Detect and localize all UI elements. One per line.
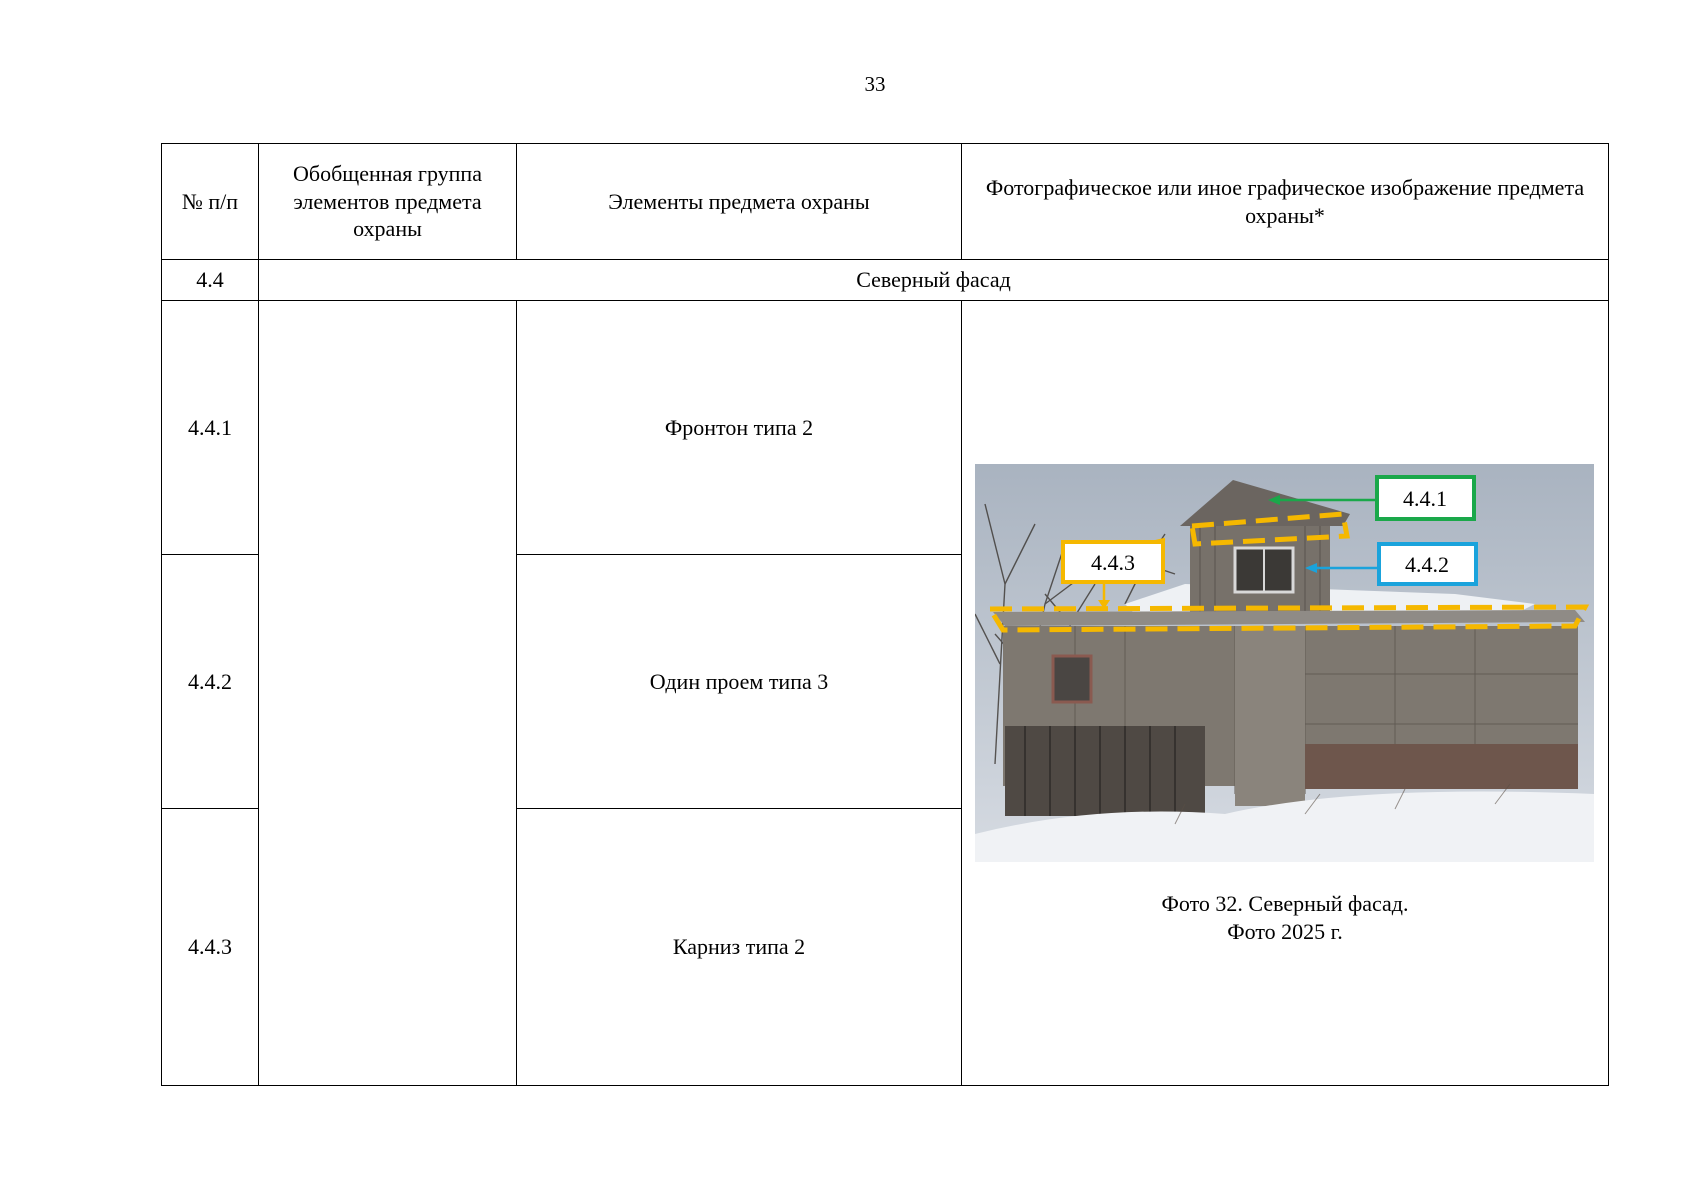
header-image: Фотографическое или иное графическое изо… [961, 143, 1609, 260]
row-num: 4.4.2 [161, 554, 259, 809]
row-num: 4.4.1 [161, 300, 259, 555]
facade-photo: 4.4.3 4.4.1 4.4.2 [975, 464, 1594, 862]
header-num: № п/п [161, 143, 259, 260]
table-row: 4.4.1 Фронтон типа 2 [161, 300, 1609, 1086]
header-elements: Элементы предмета охраны [516, 143, 962, 260]
protection-table: № п/п Обобщенная группа элементов предме… [161, 143, 1609, 1086]
photo-cell: 4.4.3 4.4.1 4.4.2 Фото 32. Северный ф [961, 300, 1609, 1086]
group-cell [258, 300, 517, 1086]
row-element: Один проем типа 3 [516, 554, 962, 809]
section-title: Северный фасад [258, 259, 1609, 301]
photo-caption: Фото 32. Северный фасад. Фото 2025 г. [962, 890, 1608, 945]
row-element: Карниз типа 2 [516, 808, 962, 1086]
header-row: № п/п Обобщенная группа элементов предме… [161, 143, 1609, 260]
callout-441: 4.4.1 [1403, 486, 1447, 511]
row-num: 4.4.3 [161, 808, 259, 1086]
table-row: 4.4.2 Один проем типа 3 [161, 554, 1609, 809]
table-row: 4.4.3 Карниз типа 2 [161, 808, 1609, 1086]
page-number: 33 [864, 72, 886, 96]
caption-line-2: Фото 2025 г. [1227, 918, 1343, 944]
callout-443: 4.4.3 [1091, 550, 1135, 575]
row-element: Фронтон типа 2 [516, 300, 962, 555]
photo-illustration: 4.4.3 4.4.1 4.4.2 [975, 464, 1594, 862]
callout-442: 4.4.2 [1405, 552, 1449, 577]
section-row: 4.4 Северный фасад [161, 259, 1609, 301]
section-num: 4.4 [161, 259, 259, 301]
header-group: Обобщенная группа элементов предмета охр… [258, 143, 517, 260]
caption-line-1: Фото 32. Северный фасад. [1161, 891, 1409, 916]
